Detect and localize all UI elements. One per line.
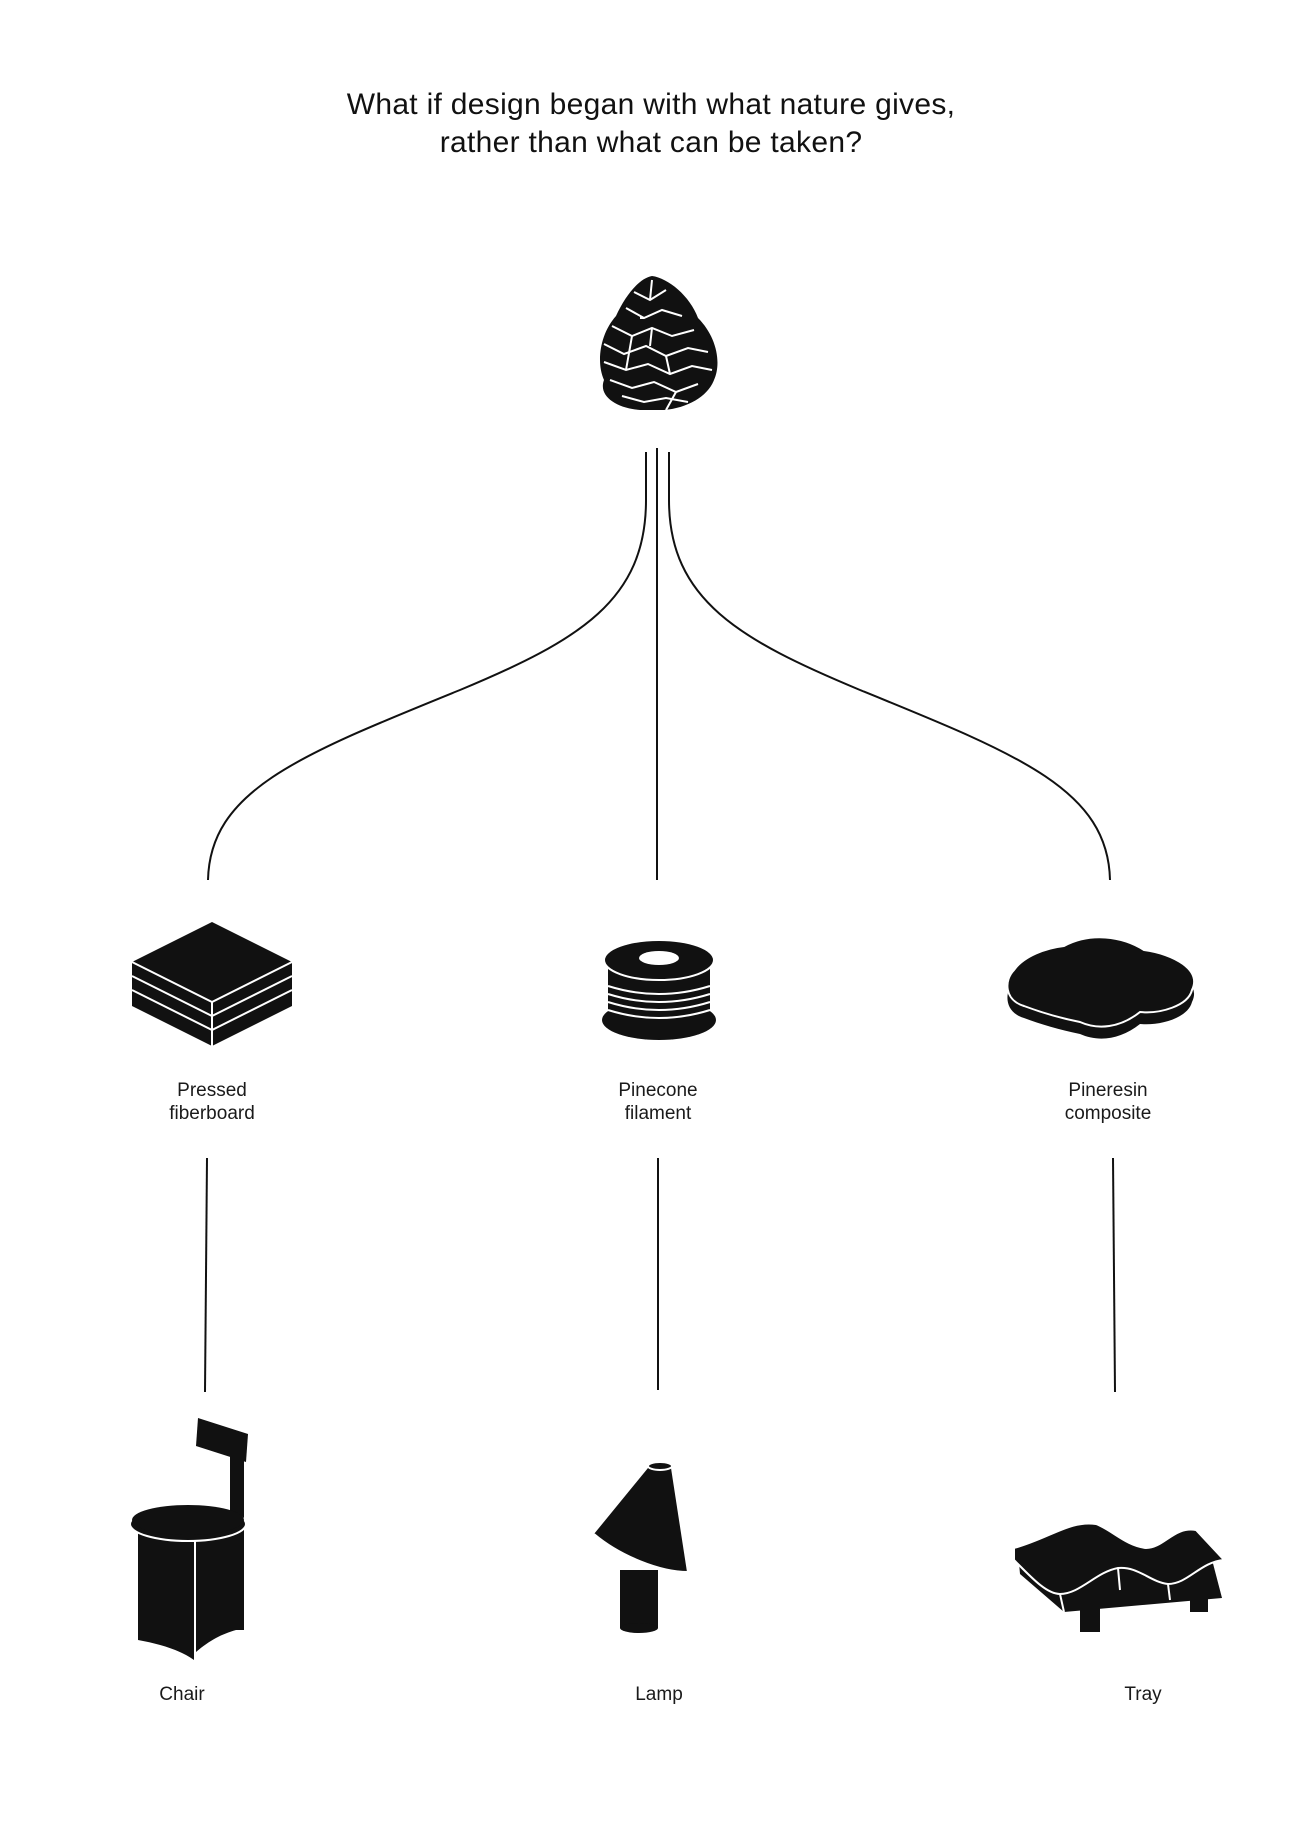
pinecone-icon bbox=[600, 276, 718, 411]
resin-blob-icon bbox=[1006, 936, 1195, 1039]
product-label-lamp: Lamp bbox=[635, 1684, 683, 1705]
product-label-chair: Chair bbox=[159, 1684, 205, 1705]
title-line-2: rather than what can be taken? bbox=[439, 126, 863, 159]
tray-icon bbox=[1013, 1522, 1227, 1632]
material-label-filament-line1: Pinecone bbox=[618, 1080, 698, 1101]
chair-icon bbox=[129, 1418, 248, 1660]
material-label-filament-line2: filament bbox=[624, 1103, 692, 1124]
material-label-fiberboard: Pressed fiberboard bbox=[92, 1079, 332, 1125]
stacked-boards-icon bbox=[131, 922, 293, 1046]
material-label-composite: Pineresin composite bbox=[988, 1079, 1228, 1125]
connector-source-to-composite bbox=[668, 452, 1111, 881]
material-label-composite-line1: Pineresin bbox=[1068, 1080, 1148, 1101]
material-label-fiberboard-line2: fiberboard bbox=[169, 1103, 255, 1124]
connector-composite-to-tray bbox=[1112, 1157, 1116, 1393]
material-label-fiberboard-line1: Pressed bbox=[177, 1080, 247, 1101]
material-label-filament: Pinecone filament bbox=[538, 1079, 778, 1125]
product-label-tray: Tray bbox=[1124, 1684, 1162, 1705]
lamp-icon bbox=[593, 1461, 689, 1633]
filament-spool-icon bbox=[602, 939, 716, 1040]
connector-fiberboard-to-chair bbox=[204, 1157, 208, 1393]
connector-source-to-fiberboard bbox=[207, 452, 647, 881]
connector-lines bbox=[204, 448, 1116, 1393]
title-line-1: What if design began with what nature gi… bbox=[346, 88, 956, 121]
material-label-composite-line2: composite bbox=[1064, 1103, 1152, 1124]
